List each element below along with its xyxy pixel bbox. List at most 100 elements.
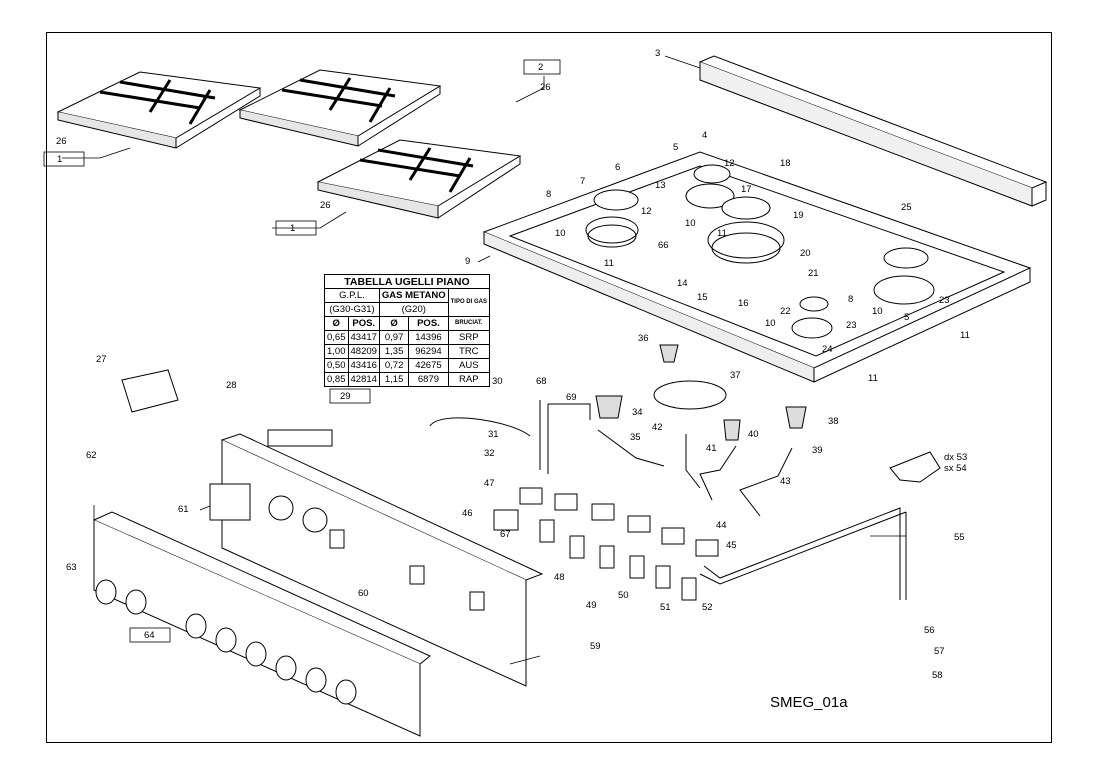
- burner-holders: [595, 344, 807, 441]
- callout-25: 25: [901, 202, 912, 213]
- col-diam: Ø: [378, 316, 410, 331]
- control-panel: [92, 433, 544, 737]
- callout-45: 45: [726, 540, 737, 551]
- callout-18: 18: [780, 158, 791, 169]
- cell: 0,50: [324, 358, 349, 373]
- rear-upstand: [698, 55, 1048, 207]
- callout-10: 10: [555, 228, 566, 239]
- gas-pipes: [429, 400, 907, 600]
- callout-51: 51: [660, 602, 671, 613]
- callout-63: 63: [66, 562, 77, 573]
- callout-69: 69: [566, 392, 577, 403]
- hob-top: [482, 151, 1032, 383]
- control-knobs: [95, 579, 357, 705]
- drawing-frame: [46, 32, 1052, 743]
- callout-5: 5: [904, 312, 909, 323]
- metano-gas: (G20): [378, 302, 449, 317]
- callout-24: 24: [822, 344, 833, 355]
- callout-27: 27: [96, 354, 107, 365]
- callout-41: 41: [706, 443, 717, 454]
- cell: TRC: [447, 344, 490, 359]
- callout-10: 10: [872, 306, 883, 317]
- callout-29: 29: [340, 391, 351, 402]
- cell: 1,15: [378, 372, 410, 387]
- callout-labels: 1 2 26 26 1 26 3 4 5 6 7 8 9 10 10 10 10…: [43, 48, 970, 681]
- callout-40: 40: [748, 429, 759, 440]
- callout-26: 26: [540, 82, 551, 93]
- callout-32: 32: [484, 448, 495, 459]
- callout-62: 62: [86, 450, 97, 461]
- callout-12: 12: [641, 206, 652, 217]
- leader-lines: [62, 55, 906, 665]
- callout-10: 10: [765, 318, 776, 329]
- burners: [585, 164, 935, 339]
- callout-49: 49: [586, 600, 597, 611]
- callout-sx-54: sx 54: [944, 463, 967, 474]
- cell: 43417: [347, 330, 380, 345]
- callout-26: 26: [320, 200, 331, 211]
- callout-60: 60: [358, 588, 369, 599]
- callout-36: 36: [638, 333, 649, 344]
- callout-10: 10: [685, 218, 696, 229]
- callout-6: 6: [615, 162, 620, 173]
- nozzle-table: TABELLA UGELLI PIANO G.P.L. GAS METANO T…: [324, 274, 490, 387]
- cell: 42814: [347, 372, 380, 387]
- tipo-header: TIPO DI GAS: [447, 288, 490, 317]
- cell: 0,72: [378, 358, 410, 373]
- pan-support-middle: [238, 69, 442, 147]
- cell: 1,00: [324, 344, 349, 359]
- callout-11: 11: [960, 330, 970, 341]
- callout-2: 2: [538, 62, 543, 73]
- callout-68: 68: [536, 376, 547, 387]
- callout-14: 14: [677, 278, 688, 289]
- callout-16: 16: [738, 298, 749, 309]
- callout-9: 9: [465, 256, 470, 267]
- gas-valves: [519, 487, 719, 601]
- callout-64: 64: [144, 630, 155, 641]
- callout-59: 59: [590, 641, 601, 652]
- callout-dx-53: dx 53: [944, 452, 967, 463]
- callout-3: 3: [655, 48, 660, 59]
- callout-1: 1: [290, 223, 295, 234]
- callout-31: 31: [488, 429, 499, 440]
- callout-7: 7: [580, 176, 585, 187]
- callout-4: 4: [702, 130, 707, 141]
- misc-parts: [121, 369, 941, 531]
- callout-34: 34: [632, 407, 643, 418]
- cell: 0,97: [378, 330, 410, 345]
- cell: SRP: [447, 330, 490, 345]
- callout-38: 38: [828, 416, 839, 427]
- gpl-gas: (G30-G31): [324, 302, 380, 317]
- cell: RAP: [447, 372, 490, 387]
- callout-19: 19: [793, 210, 804, 221]
- callout-42: 42: [652, 422, 663, 433]
- callout-52: 52: [702, 602, 713, 613]
- pan-support-right: [316, 139, 522, 219]
- callout-21: 21: [808, 268, 819, 279]
- col-diam: Ø: [324, 316, 349, 331]
- callout-23: 23: [939, 295, 950, 306]
- cell: 48209: [347, 344, 380, 359]
- callout-20: 20: [800, 248, 811, 259]
- callout-11: 11: [604, 258, 614, 269]
- cell: 1,35: [378, 344, 410, 359]
- callout-23: 23: [846, 320, 857, 331]
- callout-57: 57: [934, 646, 945, 657]
- callout-17: 17: [741, 184, 752, 195]
- cell: 42675: [408, 358, 449, 373]
- callout-48: 48: [554, 572, 565, 583]
- callout-43: 43: [780, 476, 791, 487]
- callout-44: 44: [716, 520, 727, 531]
- diagram-code: SMEG_01a: [770, 694, 848, 711]
- cell: 0,85: [324, 372, 349, 387]
- cell: 96294: [408, 344, 449, 359]
- callout-8: 8: [848, 294, 853, 305]
- callout-55: 55: [954, 532, 965, 543]
- callout-35: 35: [630, 432, 641, 443]
- col-pos: POS.: [347, 316, 380, 331]
- metano-header: GAS METANO: [378, 288, 449, 303]
